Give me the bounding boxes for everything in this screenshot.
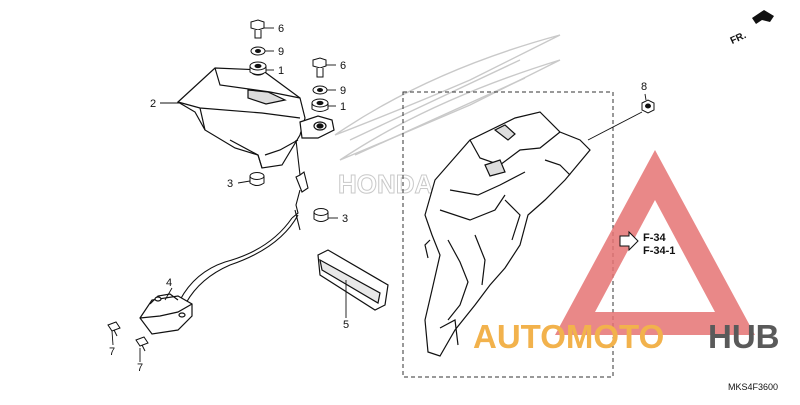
- screw-icon: [107, 321, 121, 337]
- honda-wordmark: HONDA: [338, 169, 434, 199]
- front-direction-label: FR.: [729, 30, 748, 47]
- callout-8: 8: [641, 81, 647, 93]
- wire-harness: [179, 139, 309, 304]
- washer-icon: [250, 46, 266, 56]
- connector-bracket: [139, 293, 193, 335]
- grommet-icon: [249, 172, 265, 186]
- reference-f34[interactable]: F-34: [643, 232, 667, 244]
- callout-7-right: 7: [137, 362, 143, 374]
- grommet-icon: [311, 98, 329, 112]
- callout-3-right: 3: [342, 213, 348, 225]
- callout-9-upper-mid: 9: [340, 85, 346, 97]
- callout-3-left: 3: [227, 178, 233, 190]
- grommet-icon: [313, 208, 329, 222]
- reference-arrow-icon: [619, 230, 639, 252]
- front-direction-arrow: FR.: [729, 10, 774, 47]
- reference-marker[interactable]: F-34 F-34-1: [619, 230, 675, 257]
- reference-f34-1[interactable]: F-34-1: [643, 245, 675, 257]
- watermark-text-orange: AUTOMOTO: [473, 318, 664, 355]
- watermark-triangle: [555, 150, 755, 335]
- tail-light: [176, 67, 335, 169]
- reflector: [317, 249, 389, 311]
- callout-2: 2: [150, 98, 156, 110]
- callout-5: 5: [343, 319, 349, 331]
- washer-icon: [312, 85, 328, 95]
- callout-6-upper-left: 6: [278, 23, 284, 35]
- rear-fender: [424, 111, 591, 357]
- grommet-icon: [249, 61, 267, 75]
- diagram-code: MKS4F3600: [728, 382, 778, 392]
- nut-icon: [641, 99, 655, 114]
- callout-1-upper-mid: 1: [340, 101, 346, 113]
- watermark-text-gray: HUB: [708, 318, 780, 355]
- bolt-icon: [312, 57, 327, 78]
- bolt-icon: [250, 19, 265, 39]
- screw-icon: [135, 336, 149, 352]
- callout-1-upper-left: 1: [278, 65, 284, 77]
- callout-6-upper-mid: 6: [340, 60, 346, 72]
- callout-9-upper-left: 9: [278, 46, 284, 58]
- callout-4: 4: [166, 277, 172, 289]
- leader-lines: [111, 27, 647, 362]
- honda-wing-mark: HONDA: [334, 34, 561, 200]
- callout-7-left: 7: [109, 346, 115, 358]
